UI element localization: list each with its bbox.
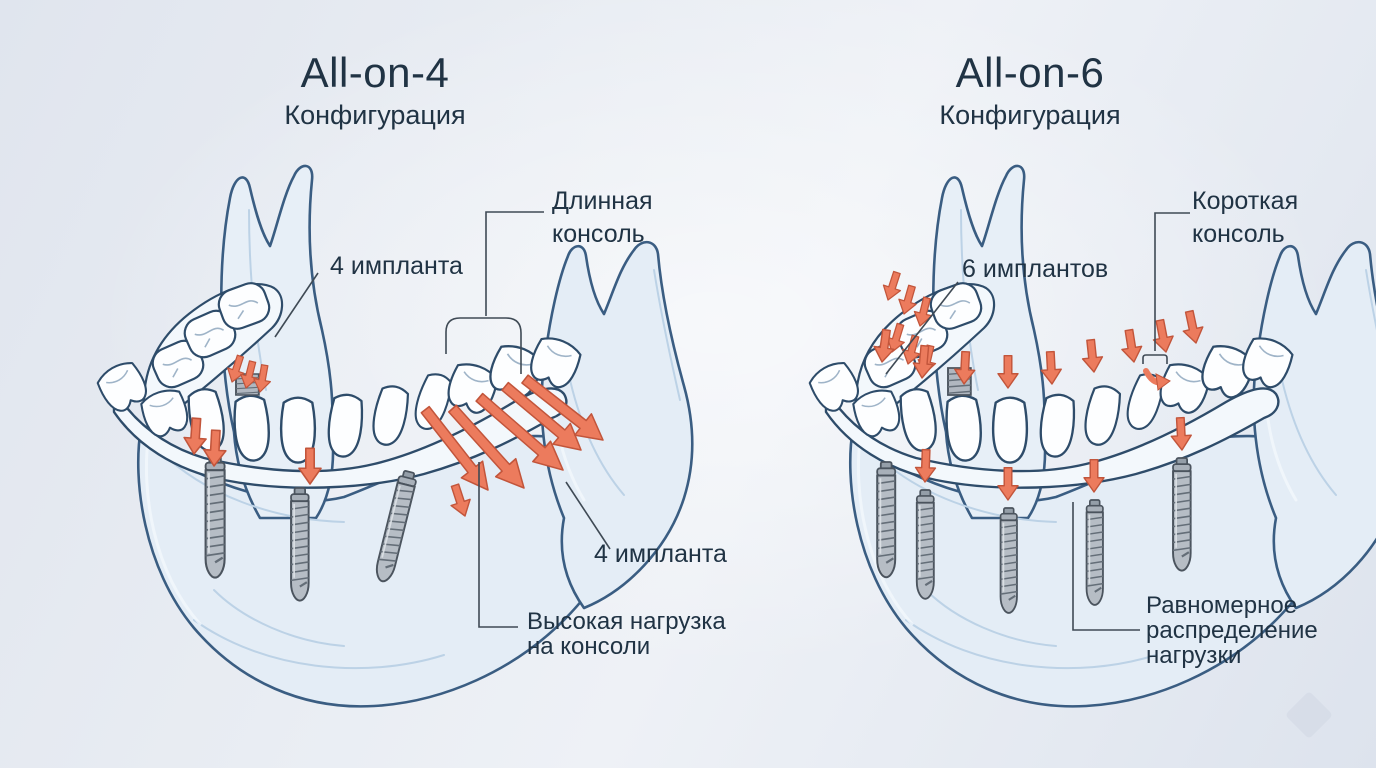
right-subtitle: Конфигурация xyxy=(939,100,1121,130)
implant xyxy=(915,488,935,600)
implant xyxy=(999,506,1018,614)
implant xyxy=(204,454,226,579)
label-implant-count-left: 4 импланта xyxy=(330,252,463,280)
implant xyxy=(289,486,310,602)
implant xyxy=(1085,498,1104,606)
label-high-load: Высокая нагрузка на консоли xyxy=(527,608,726,660)
label-implant-count-right: 6 имплантов xyxy=(962,255,1109,283)
right-title-block: All-on-6 Конфигурация xyxy=(830,50,1230,131)
left-title-block: All-on-4 Конфигурация xyxy=(175,50,575,131)
label-implant-count-left-bottom: 4 импланта xyxy=(594,540,727,568)
left-callout-lines xyxy=(274,211,611,628)
all-on-4-illustration xyxy=(44,164,694,708)
left-subtitle: Конфигурация xyxy=(284,100,466,130)
label-short-cantilever: Короткая консоль xyxy=(1192,187,1299,248)
left-title: All-on-4 xyxy=(300,49,450,96)
implant xyxy=(1171,456,1192,572)
right-callout-lines xyxy=(885,212,1190,631)
right-cantilever-mini-arrow xyxy=(1143,368,1171,391)
implant xyxy=(876,460,897,579)
all-on-6-illustration xyxy=(756,164,1376,708)
label-long-cantilever: Длинная консоль xyxy=(552,187,653,248)
label-even-load: Равномерное распределение нагрузки xyxy=(1146,592,1318,669)
right-title: All-on-6 xyxy=(955,49,1105,96)
